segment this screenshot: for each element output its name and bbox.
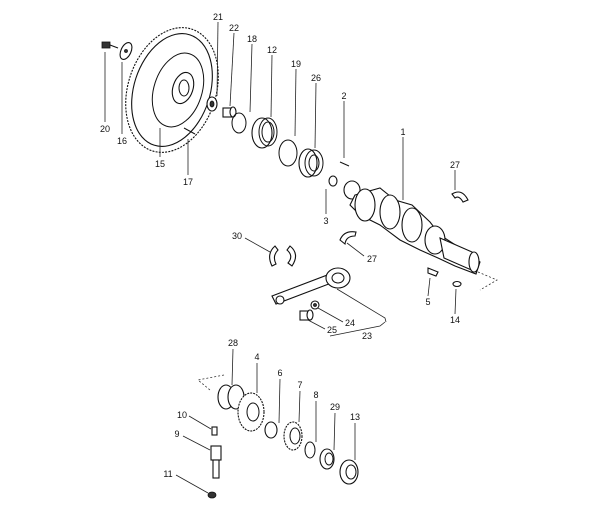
label-21: 21 (213, 12, 223, 22)
label-25: 25 (327, 325, 337, 335)
ring-19[interactable] (278, 139, 298, 167)
seal-12[interactable] (251, 117, 278, 149)
o-ring-18[interactable] (231, 112, 247, 134)
label-30: 30 (232, 231, 242, 241)
label-11: 11 (163, 469, 172, 479)
bolt[interactable] (101, 41, 119, 49)
label-16: 16 (117, 136, 127, 146)
seal-13[interactable] (339, 459, 359, 485)
label-22: 22 (229, 23, 239, 33)
key-14[interactable] (452, 280, 462, 288)
label-14: 14 (450, 315, 460, 325)
crankshaft[interactable] (343, 180, 481, 275)
dowel-pin[interactable] (183, 127, 196, 135)
label-4: 4 (254, 352, 259, 362)
label-23: 23 (362, 331, 372, 341)
label-24: 24 (345, 318, 355, 328)
label-20: 20 (100, 124, 110, 134)
label-9: 9 (174, 429, 179, 439)
plate-washer[interactable] (118, 41, 135, 62)
label-10: 10 (177, 410, 187, 420)
label-5: 5 (425, 297, 430, 307)
bearing-21[interactable] (206, 96, 218, 112)
label-13: 13 (350, 412, 360, 422)
label-8: 8 (313, 390, 318, 400)
label-7: 7 (297, 380, 302, 390)
nut-24[interactable] (310, 300, 320, 310)
label-2: 2 (341, 91, 346, 101)
label-26: 26 (311, 73, 321, 83)
label-27b: 27 (367, 254, 377, 264)
label-19: 19 (291, 59, 301, 69)
connecting-rod[interactable] (271, 267, 351, 305)
spring-10[interactable] (211, 426, 218, 436)
bearing-shell-30[interactable] (269, 245, 297, 267)
bushing-25[interactable] (299, 309, 314, 321)
gear-4[interactable] (237, 392, 265, 432)
leader-lines (104, 21, 457, 494)
bearing-shell-27b[interactable] (339, 231, 357, 246)
shell-6[interactable] (264, 421, 278, 439)
bearing-26[interactable] (298, 148, 324, 178)
flywheel[interactable] (110, 16, 233, 165)
label-6: 6 (277, 368, 282, 378)
ring-8[interactable] (304, 441, 316, 459)
label-18: 18 (247, 34, 257, 44)
shaft-9[interactable] (210, 445, 222, 479)
washer-11[interactable] (207, 491, 217, 499)
label-12: 12 (267, 45, 277, 55)
label-17: 17 (183, 177, 193, 187)
part-labels: 21 22 18 12 19 26 2 1 27 20 16 15 17 3 3… (100, 12, 460, 479)
key-5[interactable] (427, 267, 439, 277)
label-28: 28 (228, 338, 238, 348)
label-29: 29 (330, 402, 340, 412)
label-1: 1 (400, 127, 405, 137)
bearing-shell-27a[interactable] (451, 191, 469, 203)
gear-7[interactable] (283, 421, 303, 451)
bearing-29[interactable] (319, 448, 335, 470)
pin-2[interactable] (339, 161, 350, 167)
label-3: 3 (323, 216, 328, 226)
label-15: 15 (155, 159, 165, 169)
label-27a: 27 (450, 160, 460, 170)
shell-3[interactable] (328, 175, 338, 187)
